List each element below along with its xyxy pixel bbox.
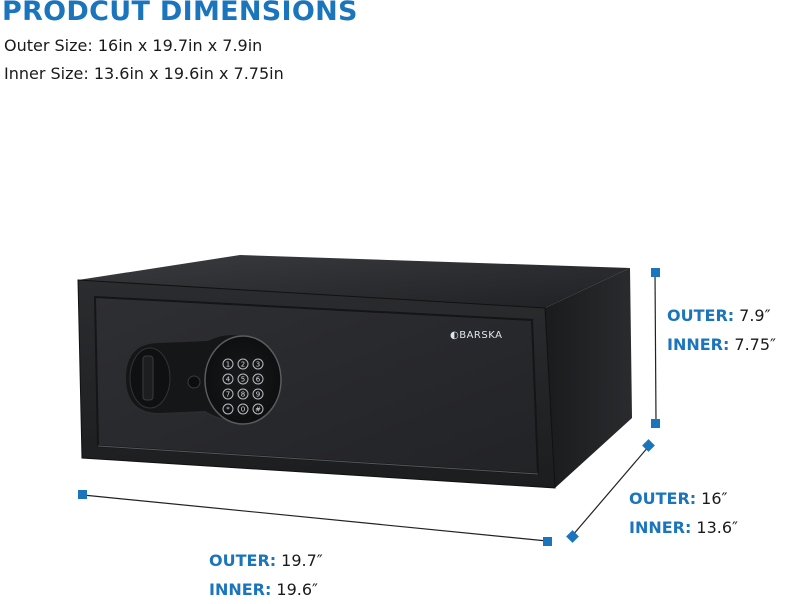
outer-size-text: Outer Size: 16in x 19.7in x 7.9in [4,36,263,55]
svg-text:*: * [226,406,230,414]
outer-value: 16″ [701,489,728,508]
safe-side-face [545,268,632,488]
svg-text:#: # [255,406,261,414]
width-dimension-label: OUTER:19.7″ INNER:19.6″ [209,546,323,604]
svg-text:7: 7 [226,391,230,399]
key-override-hole [187,375,201,389]
inner-value: 7.75″ [734,335,776,354]
outer-label: OUTER: [667,306,735,325]
inner-value: 13.6″ [696,518,738,537]
keypad[interactable] [204,335,282,425]
page-title: PRODCUT DIMENSIONS [2,0,358,27]
svg-text:0: 0 [241,406,245,414]
brand-logo: ◐BARSKA [450,330,503,341]
outer-label: OUTER: [209,551,277,570]
svg-text:8: 8 [241,391,245,399]
height-dimension-line [651,268,660,428]
outer-label: OUTER: [629,489,697,508]
keypad-buttons[interactable] [222,358,264,415]
outer-value: 19.7″ [281,551,323,570]
width-dimension-line [78,490,552,546]
inner-label: INNER: [667,335,730,354]
svg-text:5: 5 [241,376,245,384]
safe-top-face [78,255,630,308]
inner-size-text: Inner Size: 13.6in x 19.6in x 7.75in [4,64,284,83]
inner-value: 19.6″ [276,580,318,599]
safe-lock-assembly: 1 2 3 4 5 6 7 8 9 * 0 # [123,333,282,425]
outer-value: 7.9″ [739,306,771,325]
svg-text:6: 6 [256,376,261,384]
svg-text:9: 9 [256,391,260,399]
svg-text:4: 4 [226,376,231,384]
brand-name: BARSKA [459,330,503,341]
depth-dimension-label: OUTER:16″ INNER:13.6″ [629,484,738,542]
inner-label: INNER: [209,580,272,599]
svg-text:1: 1 [226,361,230,369]
svg-text:2: 2 [241,361,245,369]
height-dimension-label: OUTER:7.9″ INNER:7.75″ [667,301,776,359]
svg-text:3: 3 [256,361,260,369]
inner-label: INNER: [629,518,692,537]
